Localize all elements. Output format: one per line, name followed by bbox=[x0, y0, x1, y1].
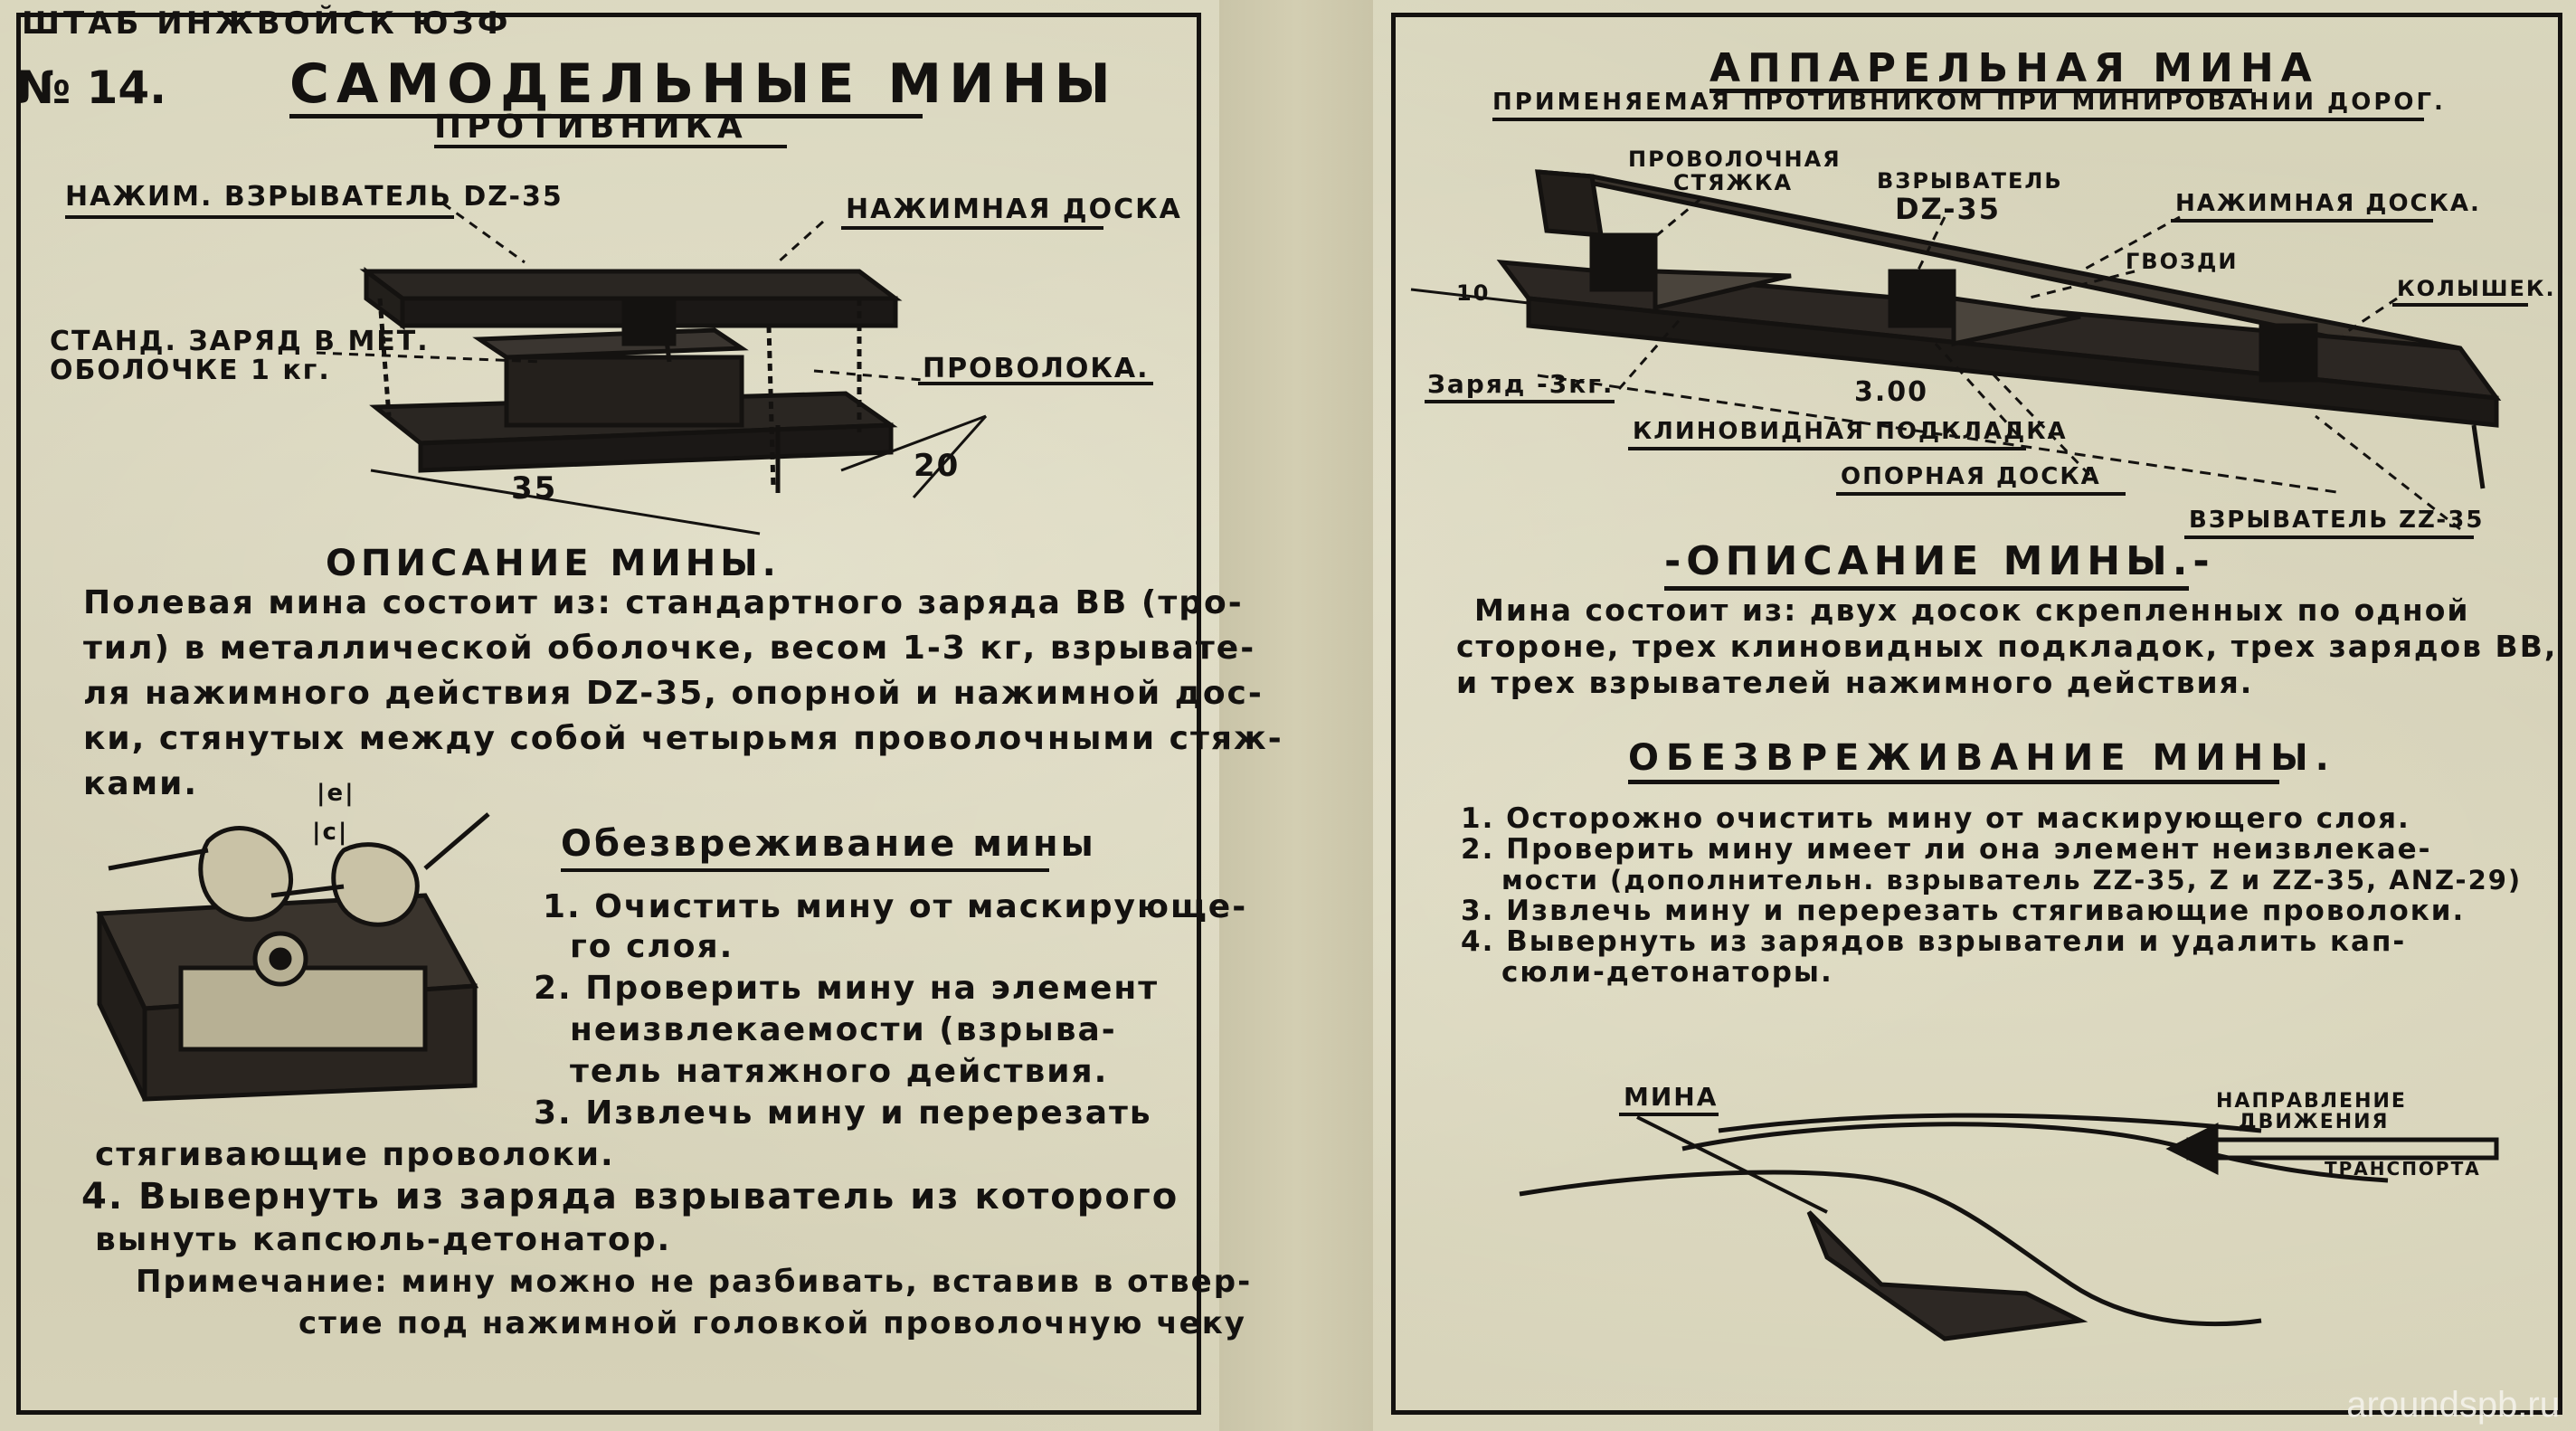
dimension-20: 20 bbox=[914, 448, 961, 484]
right-label-fuze-zz-underline bbox=[2184, 535, 2474, 539]
right-description-line-2: стороне, трех клиновидных подкладок, тре… bbox=[1456, 629, 2558, 664]
sheet-gap bbox=[1219, 0, 1373, 1431]
right-defuse-line-6: сюли-детонаторы. bbox=[1501, 956, 1833, 989]
left-description-line-4: ки, стянутых между собой четырьмя провол… bbox=[83, 720, 1283, 757]
left-note-line-1: Примечание: мину можно не разбивать, вст… bbox=[136, 1264, 1253, 1300]
right-defuse-heading: ОБЕЗВРЕЖИВАНИЕ МИНЫ. bbox=[1628, 737, 2336, 779]
left-defuse-heading-underline bbox=[561, 868, 1049, 872]
left-description-line-5: ками. bbox=[83, 765, 199, 802]
right-label-base-board: ОПОРНАЯ ДОСКА bbox=[1841, 463, 2101, 490]
left-defuse-line-8: 4. Вывернуть из заряда взрыватель из кот… bbox=[81, 1176, 1179, 1218]
label-charge-2: ОБОЛОЧКЕ 1 кг. bbox=[50, 355, 331, 386]
left-description-line-2: тил) в металлической оболочке, весом 1-3… bbox=[83, 630, 1256, 667]
scene-direction-1: НАПРАВЛЕНИЕ bbox=[2216, 1090, 2407, 1113]
right-subtitle-underline bbox=[1492, 118, 2424, 121]
sheet-number: № 14. bbox=[16, 62, 167, 114]
left-subtitle: ПРОТИВНИКА bbox=[434, 109, 748, 146]
left-defuse-line-1: 1. Очистить мину от маскирующе- bbox=[543, 888, 1248, 925]
right-defuse-line-5: 4. Вывернуть из зарядов взрыватели и уда… bbox=[1461, 925, 2407, 958]
label-pressure-board-underline bbox=[841, 226, 1103, 230]
right-label-fuze-1: ВЗРЫВАТЕЛЬ bbox=[1877, 168, 2063, 194]
left-defuse-line-9: вынуть капсюль-детонатор. bbox=[95, 1221, 672, 1258]
label-charge-1: СТАНД. ЗАРЯД В МЕТ. bbox=[50, 326, 430, 357]
right-label-wire-tie-2: СТЯЖКА bbox=[1673, 170, 1794, 195]
left-defuse-line-4: неизвлекаемости (взрыва- bbox=[570, 1011, 1117, 1048]
headquarters-label: ШТАБ ИНЖВОЙСК ЮЗФ bbox=[22, 5, 512, 42]
right-defuse-line-1: 1. Осторожно очистить мину от маскирующе… bbox=[1461, 802, 2410, 835]
right-label-pressure-board-underline bbox=[2171, 219, 2433, 223]
scene-mine-label: МИНА bbox=[1624, 1082, 1719, 1112]
left-sheet bbox=[16, 13, 1201, 1415]
right-title: АППАРЕЛЬНАЯ МИНА bbox=[1709, 45, 2319, 91]
right-defuse-line-2: 2. Проверить мину имеет ли она элемент н… bbox=[1461, 833, 2432, 866]
dimension-35: 35 bbox=[511, 470, 558, 507]
right-label-wire-tie-1: ПРОВОЛОЧНАЯ bbox=[1628, 147, 1842, 172]
left-title-underline bbox=[289, 114, 923, 118]
right-label-fuze-zz: ВЗРЫВАТЕЛЬ ZZ-35 bbox=[2189, 507, 2485, 534]
right-description-heading-underline bbox=[1664, 586, 2189, 591]
left-defuse-line-7: стягивающие проволоки. bbox=[95, 1136, 615, 1173]
right-description-line-3: и трех взрывателей нажимного действия. bbox=[1456, 665, 2254, 700]
right-defuse-line-4: 3. Извлечь мину и перерезать стягивающие… bbox=[1461, 895, 2466, 927]
right-description-heading: -ОПИСАНИЕ МИНЫ.- bbox=[1664, 538, 2215, 584]
left-defuse-line-6: 3. Извлечь мину и перерезать bbox=[534, 1095, 1152, 1132]
scene-mine-underline bbox=[1619, 1113, 1719, 1116]
label-fuze: НАЖИМ. ВЗРЫВАТЕЛЬ DZ-35 bbox=[65, 181, 564, 213]
right-label-peg-underline bbox=[2392, 303, 2528, 307]
scene-direction-3: ТРАНСПОРТА bbox=[2325, 1158, 2481, 1180]
left-description-line-3: ля нажимного действия DZ-35, опорной и н… bbox=[83, 675, 1264, 712]
right-label-peg: КОЛЫШЕК. bbox=[2397, 276, 2556, 301]
right-label-pressure-board: НАЖИМНАЯ ДОСКА. bbox=[2175, 190, 2481, 217]
label-pressure-board: НАЖИМНАЯ ДОСКА bbox=[846, 194, 1182, 225]
label-fuze-underline bbox=[65, 215, 454, 219]
right-label-charge: Заряд -3кг. bbox=[1427, 369, 1615, 399]
right-sheet bbox=[1391, 13, 2562, 1415]
left-title: САМОДЕЛЬНЫЕ МИНЫ bbox=[289, 52, 1118, 116]
left-defuse-line-3: 2. Проверить мину на элемент bbox=[534, 970, 1160, 1007]
label-wire: ПРОВОЛОКА. bbox=[923, 353, 1150, 384]
right-label-charge-underline bbox=[1425, 400, 1615, 403]
right-label-wedge: КЛИНОВИДНАЯ ПОДКЛАДКА bbox=[1633, 418, 2068, 445]
left-defuse-line-2: го слоя. bbox=[570, 928, 734, 965]
right-defuse-line-3: мости (дополнительн. взрыватель ZZ-35, Z… bbox=[1501, 865, 2523, 896]
right-description-line-1: Мина состоит из: двух досок скрепленных … bbox=[1474, 592, 2470, 628]
left-defuse-heading: Обезвреживание мины bbox=[561, 823, 1096, 865]
right-defuse-heading-underline bbox=[1628, 780, 2279, 784]
right-label-dim-3: 3.00 bbox=[1854, 376, 1929, 408]
left-description-line-1: Полевая мина состоит из: стандартного за… bbox=[83, 584, 1244, 621]
hand-mark-c: |c| bbox=[312, 819, 349, 846]
right-label-wedge-underline bbox=[1628, 447, 2026, 450]
left-defuse-line-5: тель натяжного действия. bbox=[570, 1053, 1109, 1090]
right-subtitle: ПРИМЕНЯЕМАЯ ПРОТИВНИКОМ ПРИ МИНИРОВАНИИ … bbox=[1492, 89, 2446, 116]
site-watermark: aroundspb.ru bbox=[2346, 1385, 2560, 1425]
hand-mark-e: |e| bbox=[317, 780, 355, 807]
left-subtitle-underline bbox=[434, 145, 787, 148]
right-label-dim-10: 10 bbox=[1456, 280, 1491, 306]
label-wire-underline bbox=[918, 382, 1153, 385]
right-label-base-board-underline bbox=[1836, 492, 2126, 496]
scene-direction-2: ДВИЖЕНИЯ bbox=[2239, 1111, 2390, 1133]
right-title-underline bbox=[1709, 89, 2252, 93]
left-note-line-2: стие под нажимной головкой проволочную ч… bbox=[298, 1305, 1246, 1341]
right-label-nail: ГВОЗДИ bbox=[2126, 249, 2239, 274]
left-description-heading: ОПИСАНИЕ МИНЫ. bbox=[326, 543, 781, 584]
right-label-fuze-2: DZ-35 bbox=[1895, 192, 2002, 226]
